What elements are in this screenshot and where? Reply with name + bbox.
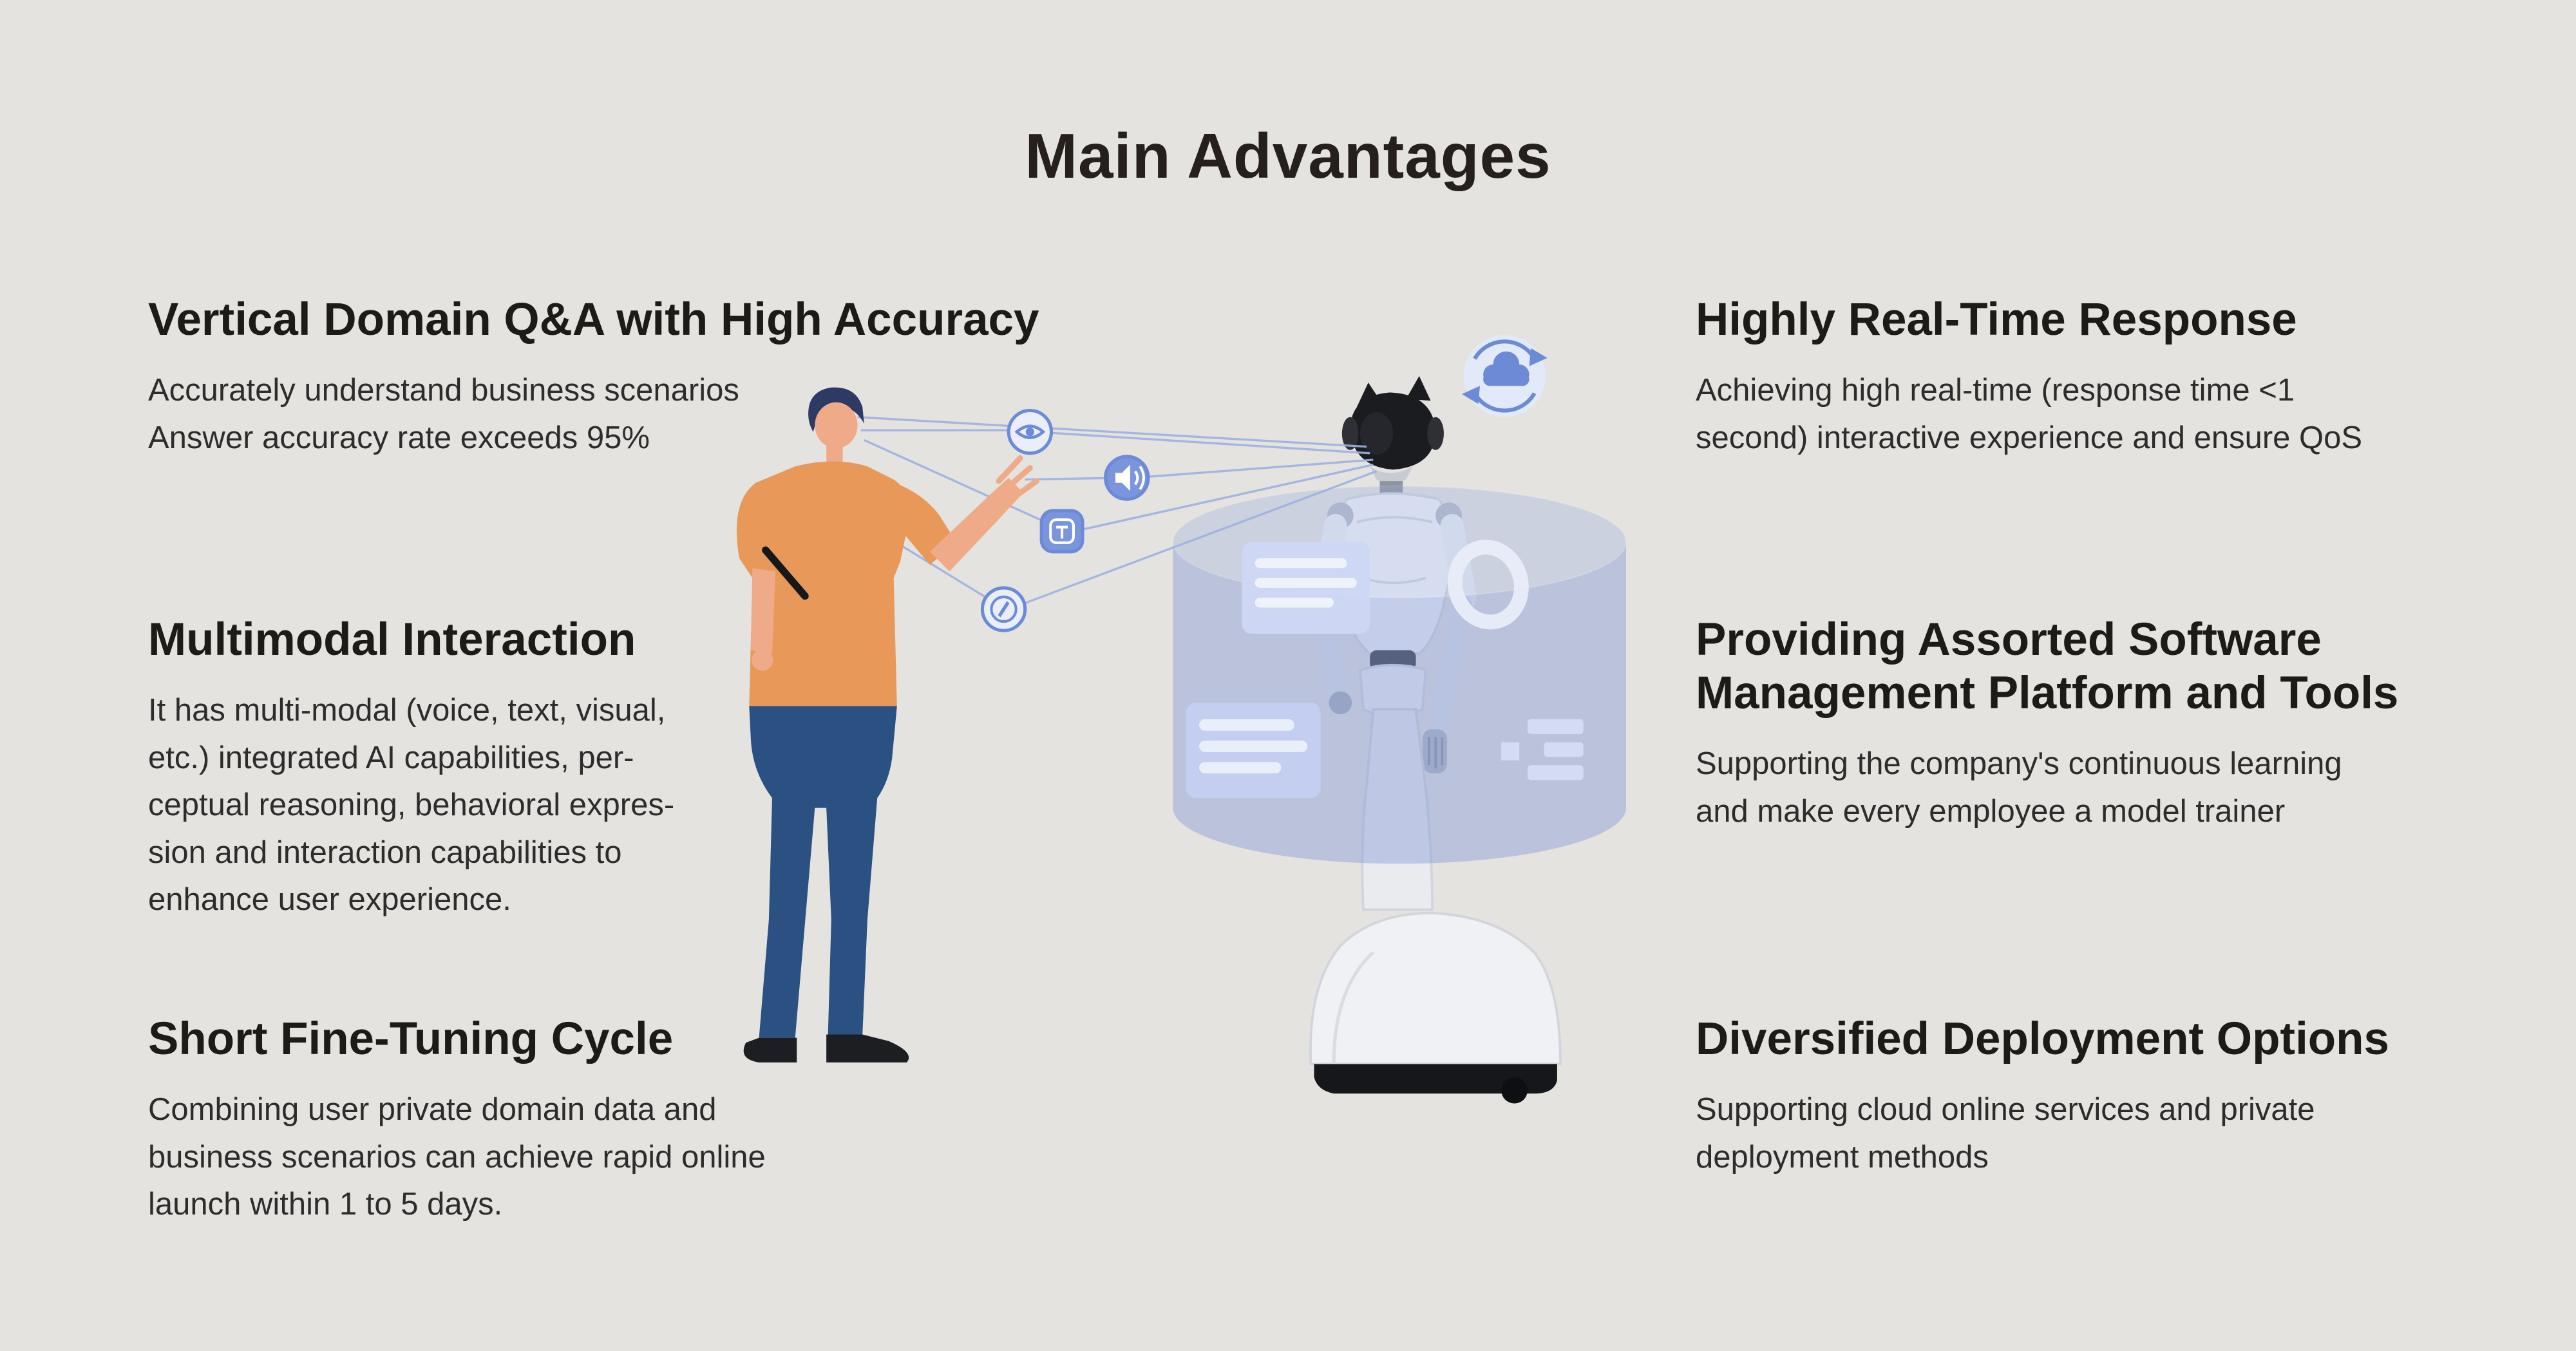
- advantage-heading: Short Fine-Tuning Cycle: [148, 1014, 674, 1064]
- advantage-body: Supporting cloud online services and pri…: [1696, 1092, 2315, 1175]
- advantage-body: Accurately understand business scenarios…: [148, 373, 739, 455]
- hologram-ring-graphic: [1447, 540, 1529, 630]
- voice-icon: [1104, 455, 1150, 501]
- hologram-panel-list: [1186, 703, 1321, 798]
- connection-lines: [857, 416, 1377, 610]
- advantage-block-short-fine-tuning: Short Fine-Tuning Cycle Combining user p…: [148, 1012, 766, 1229]
- robot-wheel: [1501, 1077, 1528, 1104]
- text-icon: [1039, 509, 1084, 554]
- advantage-block-real-time-response: Highly Real-Time Response Achieving high…: [1696, 293, 2362, 462]
- hologram-panel-chart: [1501, 719, 1584, 780]
- eye-icon: [1007, 408, 1054, 455]
- hologram-panel-text: [1242, 542, 1370, 634]
- advantage-heading: Multimodal Interaction: [148, 614, 636, 665]
- advantage-block-deployment-options: Diversified Deployment Options Supportin…: [1696, 1012, 2389, 1181]
- person-illustration: [736, 387, 1040, 1063]
- advantage-block-vertical-domain-qa: Vertical Domain Q&A with High Accuracy A…: [148, 293, 1039, 462]
- advantage-body: It has multi-modal (voice, text, visual,…: [148, 693, 675, 918]
- cloud-sync-icon: [1462, 335, 1548, 417]
- advantage-body: Achieving high real-time (response time …: [1696, 373, 2363, 455]
- page-title: Main Advantages: [1025, 120, 1551, 191]
- advantage-block-multimodal-interaction: Multimodal Interaction It has multi-moda…: [148, 613, 674, 924]
- compass-icon: [980, 586, 1027, 632]
- advantage-block-software-platform: Providing Assorted Software Management P…: [1696, 613, 2398, 835]
- advantage-body: Supporting the company's continuous lear…: [1696, 746, 2342, 829]
- advantage-heading: Highly Real-Time Response: [1696, 294, 2297, 345]
- advantage-heading: Vertical Domain Q&A with High Accuracy: [148, 294, 1039, 345]
- advantage-body: Combining user private domain data and b…: [148, 1092, 766, 1222]
- handheld-item: [762, 546, 809, 600]
- advantage-heading: Providing Assorted Software Management P…: [1696, 614, 2399, 719]
- hologram-ring: [1171, 485, 1627, 864]
- advantage-heading: Diversified Deployment Options: [1696, 1014, 2390, 1064]
- illustration: [723, 328, 1643, 1117]
